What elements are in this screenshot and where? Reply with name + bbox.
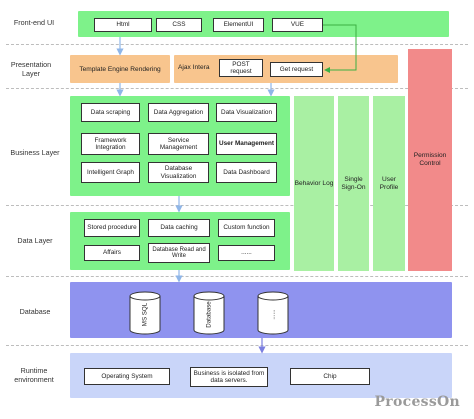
business-item-framework-integration: Framework Integration — [81, 133, 140, 155]
behavior-log-column: Behavior Log — [294, 96, 334, 271]
data-item-database-read-write: Database Read and Write — [148, 243, 210, 263]
separator — [6, 88, 468, 89]
database-cylinder-database — [193, 291, 225, 335]
template-engine-label: Template Engine Rendering — [79, 65, 161, 73]
separator — [6, 44, 468, 45]
layer-label-business: Business Layer — [10, 148, 60, 157]
business-item-user-management: User Management — [216, 133, 277, 155]
business-item-database-visualization: Database Visualization — [148, 162, 209, 183]
database-cylinder-mssql — [129, 291, 161, 335]
data-item-stored-procedure: Stored procedure — [84, 219, 140, 237]
single-sign-on-column: Single Sign-On — [338, 96, 369, 271]
runtime-item-chip: Chip — [290, 368, 370, 385]
separator — [6, 345, 468, 346]
layer-label-data: Data Layer — [17, 236, 53, 245]
database-cylinder-more — [257, 291, 289, 335]
user-profile-column: User Profile — [373, 96, 405, 271]
data-item-affairs: Affairs — [84, 245, 140, 261]
layer-label-database: Database — [19, 307, 51, 316]
ajax-label: Ajax Intera — [178, 64, 210, 71]
database-label-database: Database — [205, 301, 213, 328]
frontend-item-html: Html — [94, 18, 152, 32]
business-item-intelligent-graph: Intelligent Graph — [81, 162, 140, 183]
processon-watermark: ProcessOn — [374, 394, 460, 410]
data-item-more: ...... — [218, 245, 275, 261]
business-item-data-visualization: Data Visualization — [216, 103, 277, 122]
runtime-item-isolation: Business is isolated from data servers. — [190, 367, 268, 387]
database-label-more: ...... — [269, 309, 277, 320]
business-item-data-aggregation: Data Aggregation — [148, 103, 209, 122]
separator — [6, 276, 468, 277]
frontend-item-elementui: ElementUI — [213, 18, 264, 32]
business-item-data-dashboard: Data Dashboard — [216, 162, 277, 183]
permission-control-column: Permission Control — [408, 49, 452, 271]
business-item-service-management: Service Management — [148, 133, 209, 155]
runtime-item-operating-system: Operating System — [84, 368, 170, 385]
data-item-data-caching: Data caching — [148, 219, 210, 237]
template-engine-band — [70, 55, 170, 83]
post-request-box: POST request — [219, 59, 263, 77]
get-request-box: Get request — [270, 62, 323, 77]
layer-label-runtime: Runtime environment — [14, 366, 54, 384]
layer-label-presentation: Presentation Layer — [10, 60, 52, 78]
frontend-item-css: CSS — [156, 18, 202, 32]
business-item-data-scraping: Data scraping — [81, 103, 140, 122]
separator — [6, 205, 468, 206]
layer-label-frontend: Front-end UI — [13, 18, 55, 27]
database-label-mssql: MS SQL — [141, 302, 149, 327]
frontend-item-vue: VUE — [272, 18, 323, 32]
connector-vue-to-get — [323, 24, 357, 73]
data-item-custom-function: Custom function — [218, 219, 275, 237]
